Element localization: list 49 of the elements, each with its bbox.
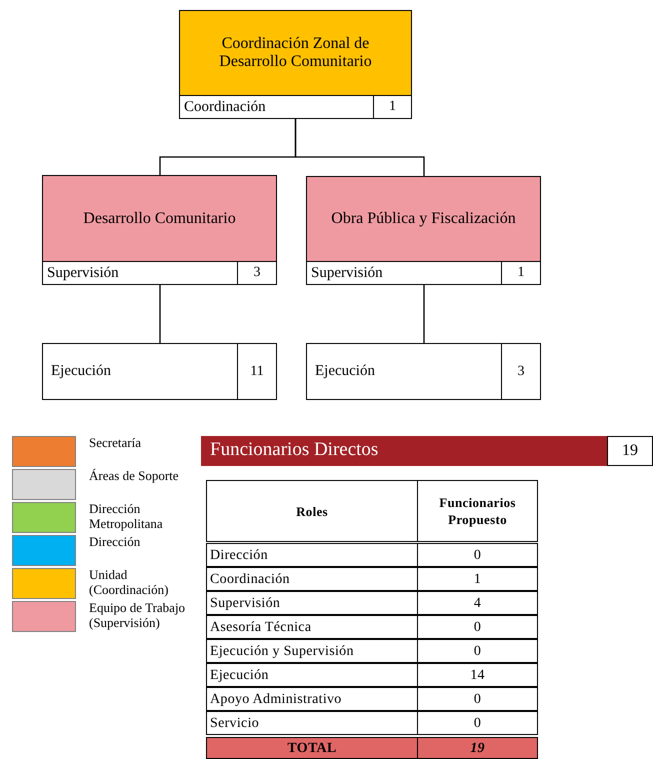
legend-text: Áreas de Soporte: [89, 468, 180, 483]
unit-name: Desarrollo Comunitario: [83, 210, 236, 228]
table-cell: Servicio: [206, 711, 418, 735]
table-cell: 0: [417, 615, 538, 639]
unit-name: Obra Pública y Fiscalización: [331, 210, 516, 228]
table-cell: Supervisión: [206, 591, 418, 615]
table-cell: 0: [417, 639, 538, 663]
table-cell: 0: [417, 687, 538, 711]
staff-count: 3: [254, 265, 260, 281]
org-box: [179, 10, 412, 119]
legend-text: Equipo de Trabajo (Supervisión): [89, 600, 186, 630]
section-header: Funcionarios Directos: [201, 436, 607, 466]
table-header-cell: Roles: [206, 480, 418, 542]
role-name: Coordinación: [184, 98, 266, 116]
role-name: Supervisión: [47, 264, 119, 282]
unit-name: Coordinación Zonal de Desarrollo Comunitario: [218, 35, 373, 71]
table-cell: Apoyo Administrativo: [206, 687, 418, 711]
connector-line: [423, 285, 425, 343]
table-cell: 4: [417, 591, 538, 615]
org-box: [306, 343, 541, 400]
connector-line: [159, 285, 161, 343]
table-cell: Ejecución: [206, 663, 418, 687]
legend-text: Secretaría: [89, 435, 142, 450]
table-cell: Coordinación: [206, 567, 418, 591]
staff-count: 1: [389, 99, 396, 115]
org-box: [42, 175, 277, 285]
total-cell: TOTAL: [206, 737, 418, 759]
staff-count: 3: [518, 364, 524, 380]
table-cell: 0: [417, 543, 538, 567]
table-cell: Ejecución y Supervisión: [206, 639, 418, 663]
legend-text: Dirección: [89, 534, 142, 549]
total-count: 19: [607, 436, 653, 466]
staff-count: 1: [518, 265, 524, 281]
legend-text: Dirección Metropolitana: [89, 501, 164, 531]
table-cell: 1: [417, 567, 538, 591]
legend-text: Unidad (Coordinación): [89, 567, 170, 597]
connector-line: [294, 119, 425, 176]
table-cell: 0: [417, 711, 538, 735]
table-cell: 14: [417, 663, 538, 687]
role-name: Supervisión: [311, 264, 383, 282]
role-name: Ejecución: [315, 363, 375, 380]
table-cell: Dirección: [206, 543, 418, 567]
staff-count: 11: [250, 364, 264, 380]
org-box: [42, 343, 277, 400]
table-cell: Asesoría Técnica: [206, 615, 418, 639]
org-box: [306, 176, 541, 285]
total-cell: 19: [417, 737, 538, 759]
table-header-cell: Funcionarios Propuesto: [417, 480, 538, 542]
role-name: Ejecución: [51, 363, 111, 380]
